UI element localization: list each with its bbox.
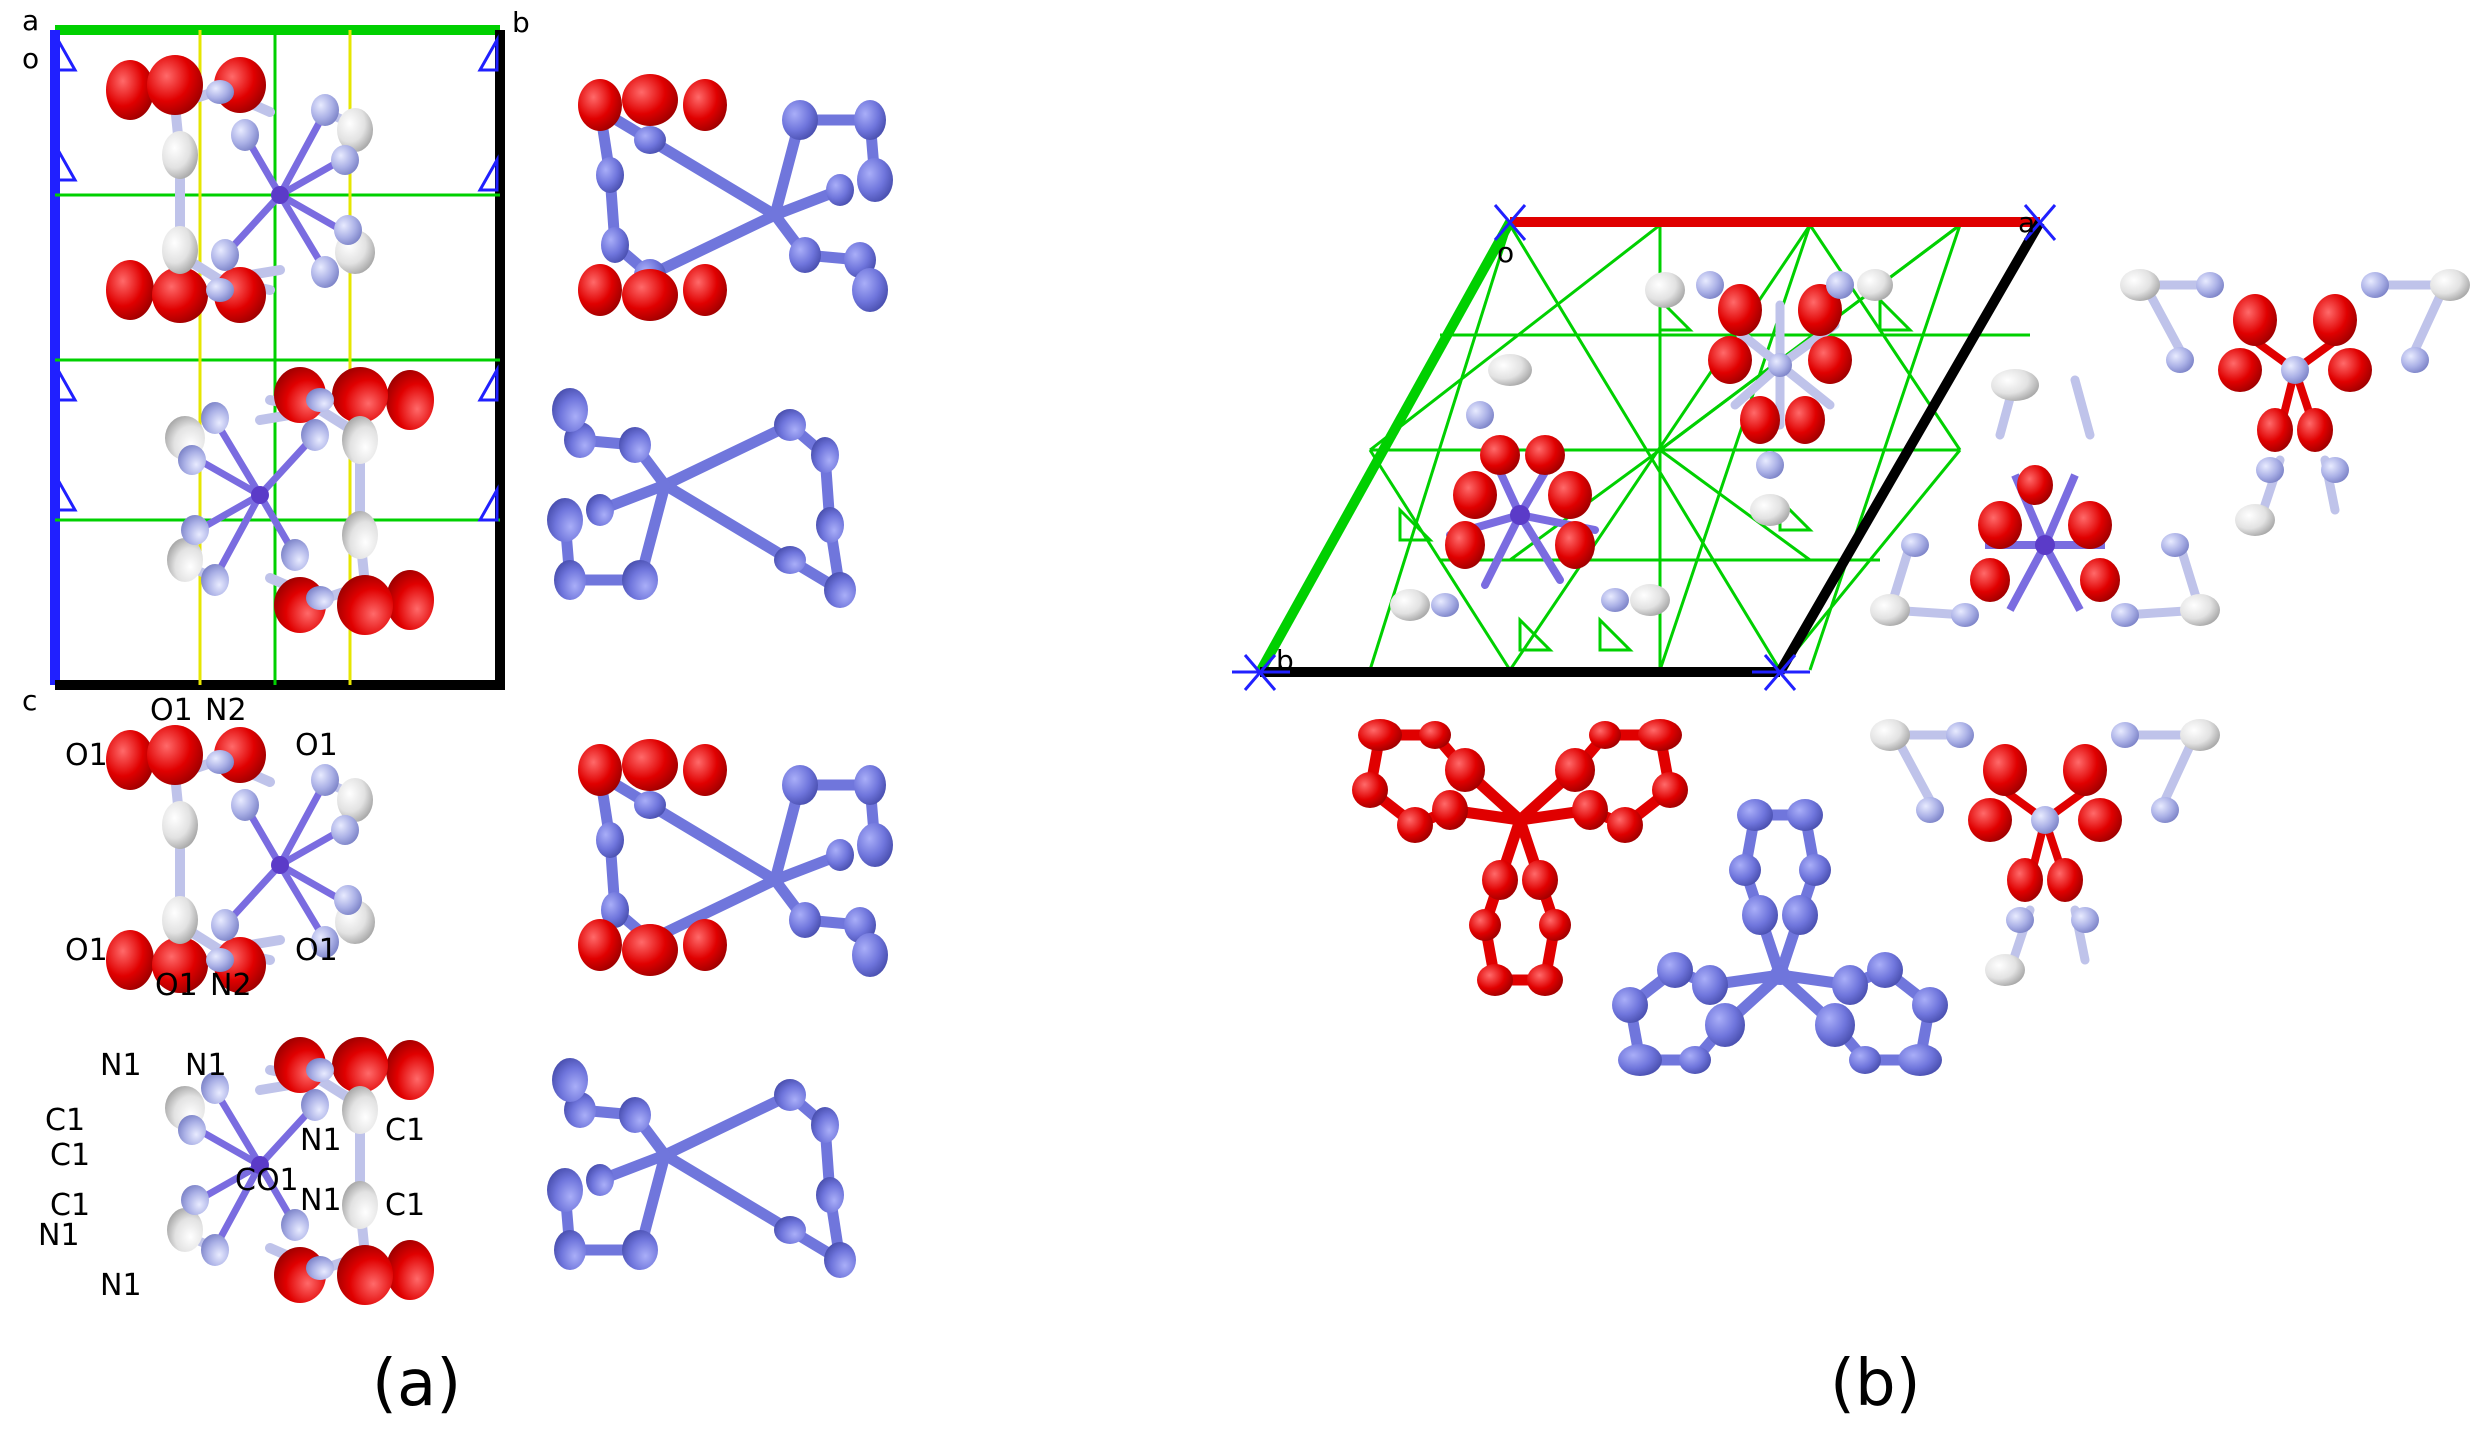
atom-label-n2-top: N2 [205,693,247,728]
panel-a-caption: (a) [372,1347,461,1421]
axis-label-a-b: a [2018,206,2035,239]
trimer-red-ball [1352,719,1688,996]
axis-label-o: o [22,42,39,75]
atom-label-o1-br: O1 [295,933,338,968]
atom-label-co1: CO1 [235,1163,299,1198]
axis-label-b-b: b [1276,644,1294,677]
atom-label-n1: N1 [300,1123,342,1158]
red-oxygens-overlay [578,74,727,976]
atom-label-o1-left: O1 [65,738,108,773]
atom-label-n1: N1 [100,1268,142,1303]
atom-label-o1-top: O1 [150,693,193,728]
atom-label-n1: N1 [100,1048,142,1083]
atom-label-n1: N1 [185,1048,227,1083]
trimer-right-1 [2120,269,2470,536]
atom-label-c1: C1 [50,1138,90,1173]
trimer-right-2 [1870,369,2220,627]
atom-label-c1: C1 [385,1188,425,1223]
atom-label-c1: N1 [38,1218,80,1253]
axis-label-c: c [22,684,37,717]
trimer-cell-2 [1390,354,1670,621]
atom-label-c1: C1 [50,1188,90,1223]
molecule-cell-lower [165,367,434,635]
axis-label-o-b: o [1497,236,1514,269]
atom-label-c1: C1 [45,1103,85,1138]
atom-label-o1-bl: O1 [65,933,108,968]
molecule-mixed-2 [547,1058,856,1278]
axis-label-b: b [512,6,530,39]
molecule-cell-upper [106,55,375,323]
trimer-blue-ball [1612,799,1948,1076]
trimer-right-3 [1870,719,2220,986]
panel-b-caption: (b) [1830,1347,1921,1421]
trimer-cell-1 [1645,269,1893,526]
panel-b-unit-cell [1232,204,2057,691]
atom-label-n1: N1 [300,1183,342,1218]
atom-label-c1: C1 [385,1113,425,1148]
atom-label-o1-bottom: O1 [155,968,198,1003]
axis-label-a: a [22,4,39,37]
molecule-mixed-1 [547,388,856,608]
atom-label-o1-right: O1 [295,728,338,763]
atom-label-n2-bottom: N2 [210,968,252,1003]
